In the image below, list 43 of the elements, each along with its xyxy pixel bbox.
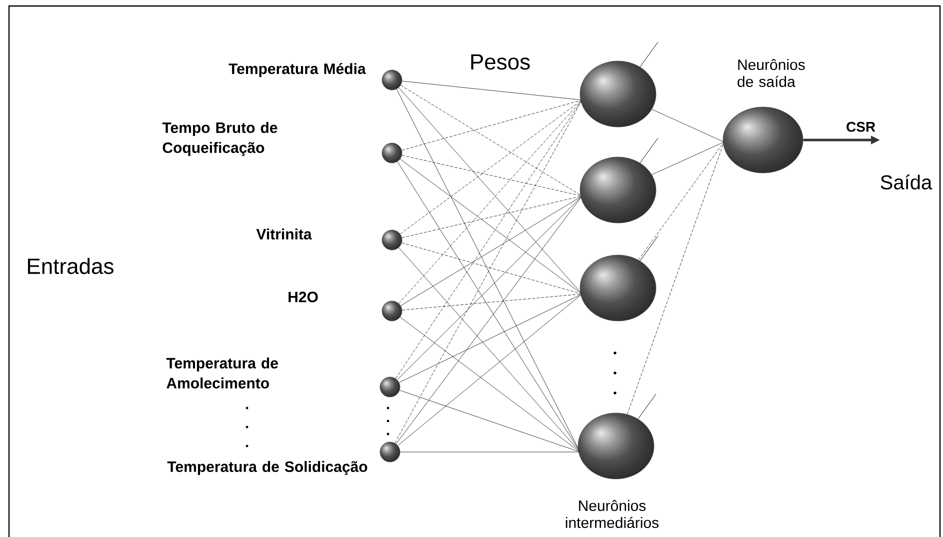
connection-line [402, 155, 582, 196]
input-neuron [382, 142, 402, 164]
connection-line [400, 85, 582, 196]
output-label: Saída [880, 174, 932, 190]
connection-line [402, 242, 582, 294]
input-label: Tempo Bruto de Coqueificação [162, 122, 278, 156]
connection-line [402, 294, 582, 310]
connection-line [397, 161, 580, 452]
neuron-label: Temperatura Média [228, 62, 366, 78]
neuron [578, 412, 654, 480]
input-label: Vitrinita [256, 228, 312, 240]
connection-line [398, 294, 582, 446]
neuron [580, 254, 656, 322]
connection-line [396, 196, 582, 444]
neuron [580, 60, 656, 128]
neuron-label: Neurônios de saída [738, 58, 805, 88]
connection-line [652, 109, 724, 142]
weights-label: Pesos [471, 54, 530, 70]
edge-label: CSR [845, 120, 877, 133]
connection-line [400, 158, 582, 294]
neuron [580, 156, 656, 224]
connection-line [398, 247, 580, 452]
layer-label: Neurônios intermediários [566, 500, 659, 528]
input-label: H2O [288, 292, 318, 302]
connection-line [627, 142, 724, 415]
connection-line [397, 196, 582, 380]
connection-line [398, 294, 582, 383]
connection-line [402, 80, 582, 100]
connection-line [400, 196, 582, 306]
connection-line [402, 196, 582, 238]
input-neuron [382, 300, 402, 322]
input-neuron [382, 230, 402, 250]
connection-line [652, 142, 724, 175]
connection-line [400, 100, 582, 234]
connection-line [402, 100, 582, 150]
connection-line [395, 100, 582, 379]
input-label: Temperatura de Amolecimento [166, 357, 278, 388]
neuron-label: Temperatura de Solidicação [167, 461, 368, 475]
input-neuron [380, 376, 400, 398]
connection-line [399, 390, 580, 452]
connection-line [638, 142, 724, 260]
inputs-label: Entradas [28, 258, 114, 274]
connection-line [400, 316, 580, 452]
